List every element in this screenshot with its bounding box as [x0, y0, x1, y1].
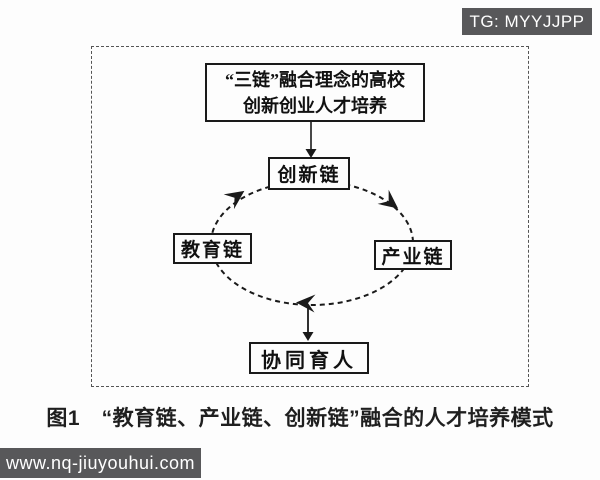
cycle-arrow-education-to-innovation-icon	[223, 190, 245, 210]
node-top-concept-line2: 创新创业人才培养	[243, 95, 387, 116]
node-innovation-chain: 创新链	[268, 157, 350, 190]
cycle-arrow-innovation-to-industry-icon	[377, 189, 399, 209]
node-innovation-chain-label: 创新链	[277, 165, 341, 186]
node-education-chain: 教育链	[173, 233, 252, 264]
watermark-website-badge: www.nq-jiuyouhui.com	[0, 448, 201, 478]
figure-frame	[91, 46, 529, 387]
arrow-cycle-to-outcome-head	[302, 332, 314, 341]
node-education-chain-label: 教育链	[180, 240, 244, 261]
watermark-telegram-text: TG: MYYJJPP	[469, 11, 585, 31]
node-top-concept-line1: “三链”融合理念的高校	[225, 69, 405, 90]
watermark-telegram-badge: TG: MYYJJPP	[462, 8, 592, 35]
node-collaborative-education: 协同育人	[249, 342, 369, 374]
cycle-arrow-industry-to-education-icon	[296, 294, 316, 313]
node-industry-chain: 产业链	[374, 240, 452, 270]
node-collaborative-education-label: 协同育人	[261, 349, 357, 372]
node-industry-chain-label: 产业链	[381, 246, 445, 268]
figure-caption: 图1 “教育链、产业链、创新链”融合的人才培养模式	[46, 407, 554, 430]
watermark-website-text: www.nq-jiuyouhui.com	[5, 452, 196, 473]
arrow-topbox-to-innovation-head	[305, 149, 317, 158]
node-top-concept: “三链”融合理念的高校 创新创业人才培养	[205, 63, 425, 122]
